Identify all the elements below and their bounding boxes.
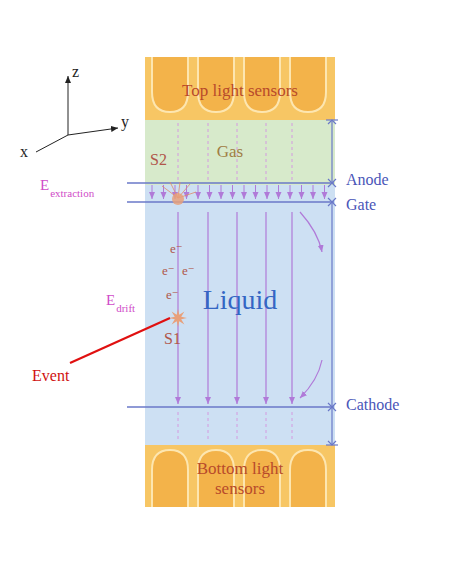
field-label: E	[106, 293, 115, 308]
event-pointer	[70, 318, 170, 363]
signal-label: S2	[150, 152, 167, 168]
pmt-array	[152, 57, 326, 507]
field-subscript: extraction	[50, 188, 94, 199]
region-label: Bottom light sensors	[179, 459, 301, 500]
gas-field-lines	[178, 123, 292, 182]
electron: e⁻	[182, 264, 195, 277]
axis-label: y	[121, 114, 129, 130]
axis-label: x	[20, 144, 28, 160]
electron: e⁻	[170, 242, 183, 255]
region-box: Top light sensors	[145, 81, 335, 101]
axis-label: z	[72, 64, 79, 80]
region-label: Liquid	[203, 283, 278, 317]
dimension-bracket	[326, 120, 338, 445]
drift-field-lines	[178, 212, 322, 404]
bottom-pmt	[290, 450, 326, 507]
electron: e⁻	[162, 264, 175, 277]
top-sensor-band	[145, 57, 335, 120]
field-label: E	[40, 178, 49, 193]
region-label: Gas	[217, 142, 243, 162]
region-box: Gas	[200, 142, 260, 162]
signal-label: S1	[164, 331, 181, 347]
lower-dashed-lines	[178, 412, 292, 442]
bottom-pmt	[244, 450, 280, 507]
s1-flash	[169, 309, 187, 327]
s2-spot	[172, 193, 184, 205]
bottom-sensor-band	[145, 445, 335, 507]
region-label: Top light sensors	[182, 81, 298, 101]
callout-label: Event	[32, 368, 69, 384]
electrode-label: Gate	[346, 197, 376, 213]
bottom-pmt	[152, 450, 188, 507]
liquid-region	[145, 185, 335, 445]
gas-region	[145, 120, 335, 185]
electrode-label: Anode	[346, 172, 389, 188]
electrode-label: Cathode	[346, 397, 399, 413]
region-box: Liquid	[185, 283, 295, 317]
electrodes	[127, 183, 334, 407]
electron: e⁻	[166, 288, 179, 301]
region-box: Bottom light sensors	[170, 459, 310, 500]
bottom-pmt	[198, 450, 234, 507]
field-subscript: drift	[116, 303, 135, 314]
axes	[36, 76, 118, 152]
